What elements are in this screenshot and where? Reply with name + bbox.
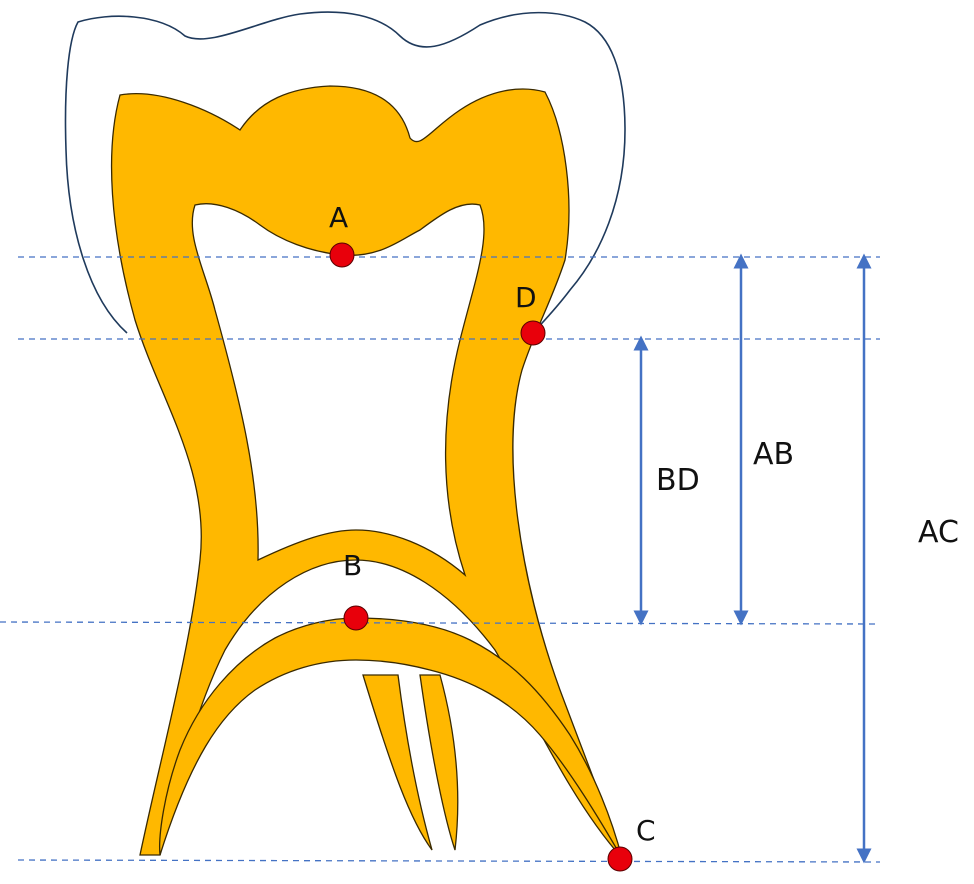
guide-line-B — [0, 621, 881, 625]
point-label-C: C — [636, 814, 656, 847]
guide-line-C — [17, 859, 881, 863]
point-C — [607, 846, 633, 872]
middle-root-left — [362, 674, 433, 851]
furcation-arch — [159, 617, 623, 859]
enamel-outline — [64, 11, 626, 334]
measure-label-BD: BD — [656, 463, 700, 498]
measure-label-AB: AB — [753, 437, 794, 472]
point-label-B: B — [343, 549, 362, 582]
point-B — [343, 605, 369, 631]
measure-label-AC: AC — [918, 515, 959, 550]
point-label-A: A — [329, 201, 348, 234]
point-A — [329, 242, 355, 268]
point-D — [520, 320, 546, 346]
middle-root-right — [419, 674, 459, 851]
point-label-D: D — [515, 281, 537, 314]
